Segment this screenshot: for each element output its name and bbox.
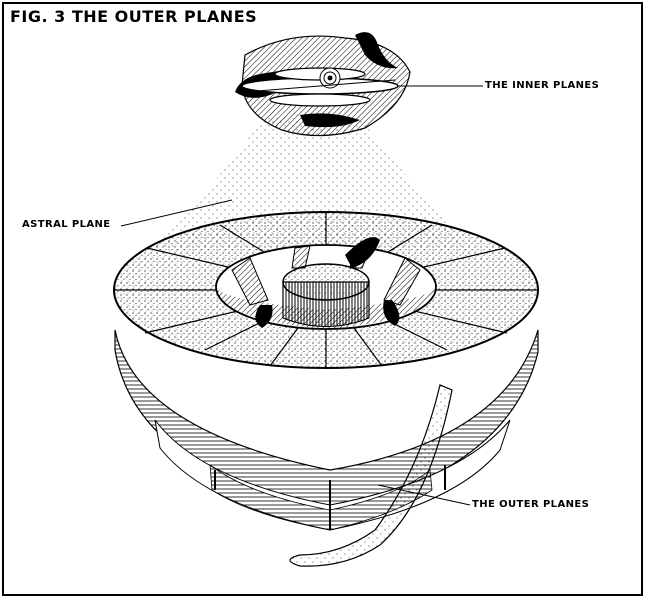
figure-title: FIG. 3 THE OUTER PLANES [10,7,258,26]
outer-planes-leader [377,484,471,506]
outer-planes-stack [114,329,539,567]
astral-plane-label: ASTRAL PLANE [22,219,111,230]
outer-planes-ring [113,211,539,369]
astral-plane-leader [120,199,233,227]
outer-planes-label: THE OUTER PLANES [472,499,590,510]
inner-planes-label: THE INNER PLANES [485,80,600,91]
inner-planes-cluster [235,32,411,137]
